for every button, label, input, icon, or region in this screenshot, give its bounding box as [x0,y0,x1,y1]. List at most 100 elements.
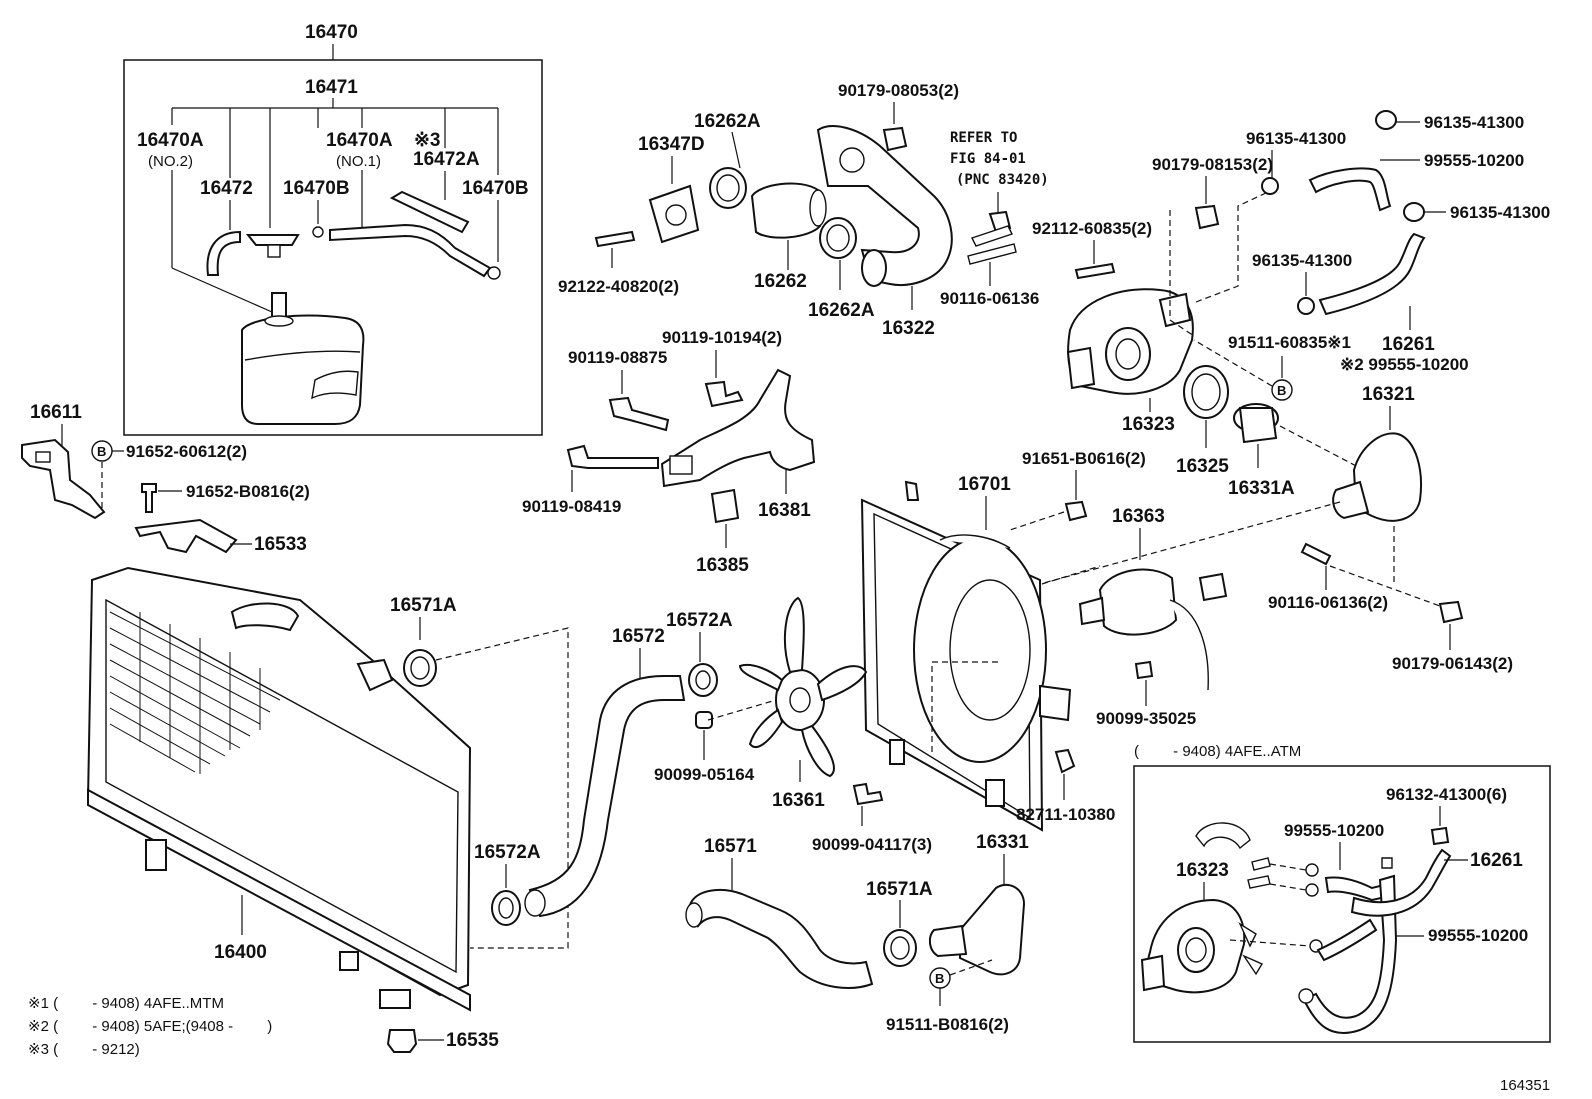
stud-90116-06136-2 [1300,542,1332,566]
part-label-90099-05164: 90099-05164 [654,765,755,784]
clip-96135-41300-a [1261,177,1279,195]
radiator-16400 [86,566,472,1012]
part-label-16611: 16611 [30,402,82,423]
cushion-90099-05164 [695,711,713,729]
part-label-96135-41300-a: 96135-41300 [1246,129,1346,148]
footnote-3: ※3 ( - 9212) [28,1041,140,1058]
part-label-16571: 16571 [704,836,757,857]
part-label-16472A: 16472A [413,149,480,170]
hose-16261 [1318,232,1426,316]
part-label-91652-60612: 91652-60612(2) [126,442,247,461]
nut-90179-06143 [1438,600,1464,624]
badge-b-3 [1271,379,1293,401]
clip-96135-41300-d [1297,297,1315,315]
part-label-90116-06136: 90116-06136 [940,289,1039,308]
outlet-16331 [959,883,1026,976]
figure-id: 164351 [1500,1077,1550,1094]
part-label-16385: 16385 [696,555,749,576]
svg-text:B: B [97,444,106,459]
part-label-96132-41300: 96132-41300(6) [1386,785,1507,804]
clip-96132-41300 [1430,826,1450,846]
part-label-16472: 16472 [200,178,253,199]
part-label-16262A-a: 16262A [694,111,761,132]
part-label-16331: 16331 [976,832,1029,853]
part-note-no1: (NO.1) [336,153,381,170]
part-label-92122-40820: 92122-40820(2) [558,277,679,296]
part-label-16381: 16381 [758,500,811,521]
part-label-16572A-a: 16572A [666,610,733,631]
part-label-16571A-a: 16571A [390,595,457,616]
footnote-2: ※2 ( - 9408) 5AFE;(9408 - ) [28,1018,272,1035]
reservoir-neck [271,292,287,320]
part-label-16470: 16470 [305,22,358,43]
part-label-99555-10200-b: 99555-10200 [1284,821,1384,840]
part-label-96135-41300-b: 96135-41300 [1424,113,1524,132]
part-label-16533: 16533 [254,534,307,555]
lower-hose-16571 [688,888,874,989]
footnote-1: ※1 ( - 9408) 4AFE..MTM [28,995,224,1012]
svg-text:B: B [1277,383,1286,398]
part-label-16322: 16322 [882,318,935,339]
thermostat-16331A [1233,403,1279,444]
fan-motor-16363 [1078,568,1228,691]
hose-inset-4 [1316,918,1378,962]
clip-96135-41300-c [1403,202,1425,222]
bolt-90119-08875 [608,396,670,432]
nut-90179-08053 [882,126,908,152]
part-label-16325: 16325 [1176,456,1229,477]
part-label-90116-06136-2: 90116-06136(2) [1268,593,1388,612]
part-label-90179-08153: 90179-08153(2) [1152,155,1273,174]
part-label-16261-a: 16261 [1382,334,1435,355]
svg-text:B: B [935,971,944,986]
part-label-16400: 16400 [214,942,267,963]
part-label-mark2-99555: ※2 99555-10200 [1340,355,1469,374]
hose-16472 [206,230,241,276]
part-label-16262A-b: 16262A [808,300,875,321]
part-label-16347D: 16347D [638,134,705,155]
stud-92122-40820 [594,230,636,248]
atm-inset-box [1133,765,1551,1043]
part-label-mark3: ※3 [414,130,441,151]
part-label-16363: 16363 [1112,506,1165,527]
clip-16470B-b [487,266,501,280]
inset-title: ( - 9408) 4AFE..ATM [1134,743,1301,760]
hose-99555-a [1308,167,1392,212]
stud-92112-60835 [1074,262,1116,280]
refer-line-2: FIG 84-01 [950,151,1026,167]
part-label-91651-B0616: 91651-B0616(2) [1022,449,1146,468]
part-label-16572A-b: 16572A [474,842,541,863]
clip-16470B-a [312,226,324,238]
part-label-92112-60835: 92112-60835(2) [1032,219,1152,238]
water-pump-16323-inset [1140,822,1264,994]
reservoir-cap [245,234,300,246]
hose-inset-3 [1350,848,1452,917]
reservoir-tank [241,314,365,425]
water-pump-16323 [1066,288,1194,395]
part-label-16470B-b: 16470B [462,178,529,199]
clamp-16533 [134,518,238,554]
part-label-16701: 16701 [958,474,1011,495]
part-label-16470B-a: 16470B [283,178,350,199]
clip-96135-41300-b [1375,110,1397,130]
part-label-16470A-no2: 16470A [137,130,204,151]
part-label-90179-08053: 90179-08053(2) [838,81,959,100]
inlet-16321 [1352,432,1422,522]
part-label-16470A-no1: 16470A [326,130,393,151]
part-label-90119-08875: 90119-08875 [568,348,667,367]
fan-16361 [738,596,868,778]
part-label-16321: 16321 [1362,384,1415,405]
hose-inset-2 [1302,874,1398,1035]
bolt-91652-B0816 [141,483,157,513]
clip-82711-10380 [1054,748,1076,774]
part-label-82711-10380: 82711-10380 [1016,805,1115,824]
upper-hose-16572 [528,675,686,918]
bolt-90119-08419 [566,444,659,469]
part-label-99555-10200-c: 99555-10200 [1428,926,1528,945]
part-label-90179-06143: 90179-06143(2) [1392,654,1513,673]
part-label-96135-41300-c: 96135-41300 [1450,203,1550,222]
part-label-16571A-b: 16571A [866,879,933,900]
part-label-90099-04117: 90099-04117(3) [812,835,932,854]
clip-90099-35025 [1134,660,1154,680]
part-label-99555-10200-a: 99555-10200 [1424,151,1524,170]
